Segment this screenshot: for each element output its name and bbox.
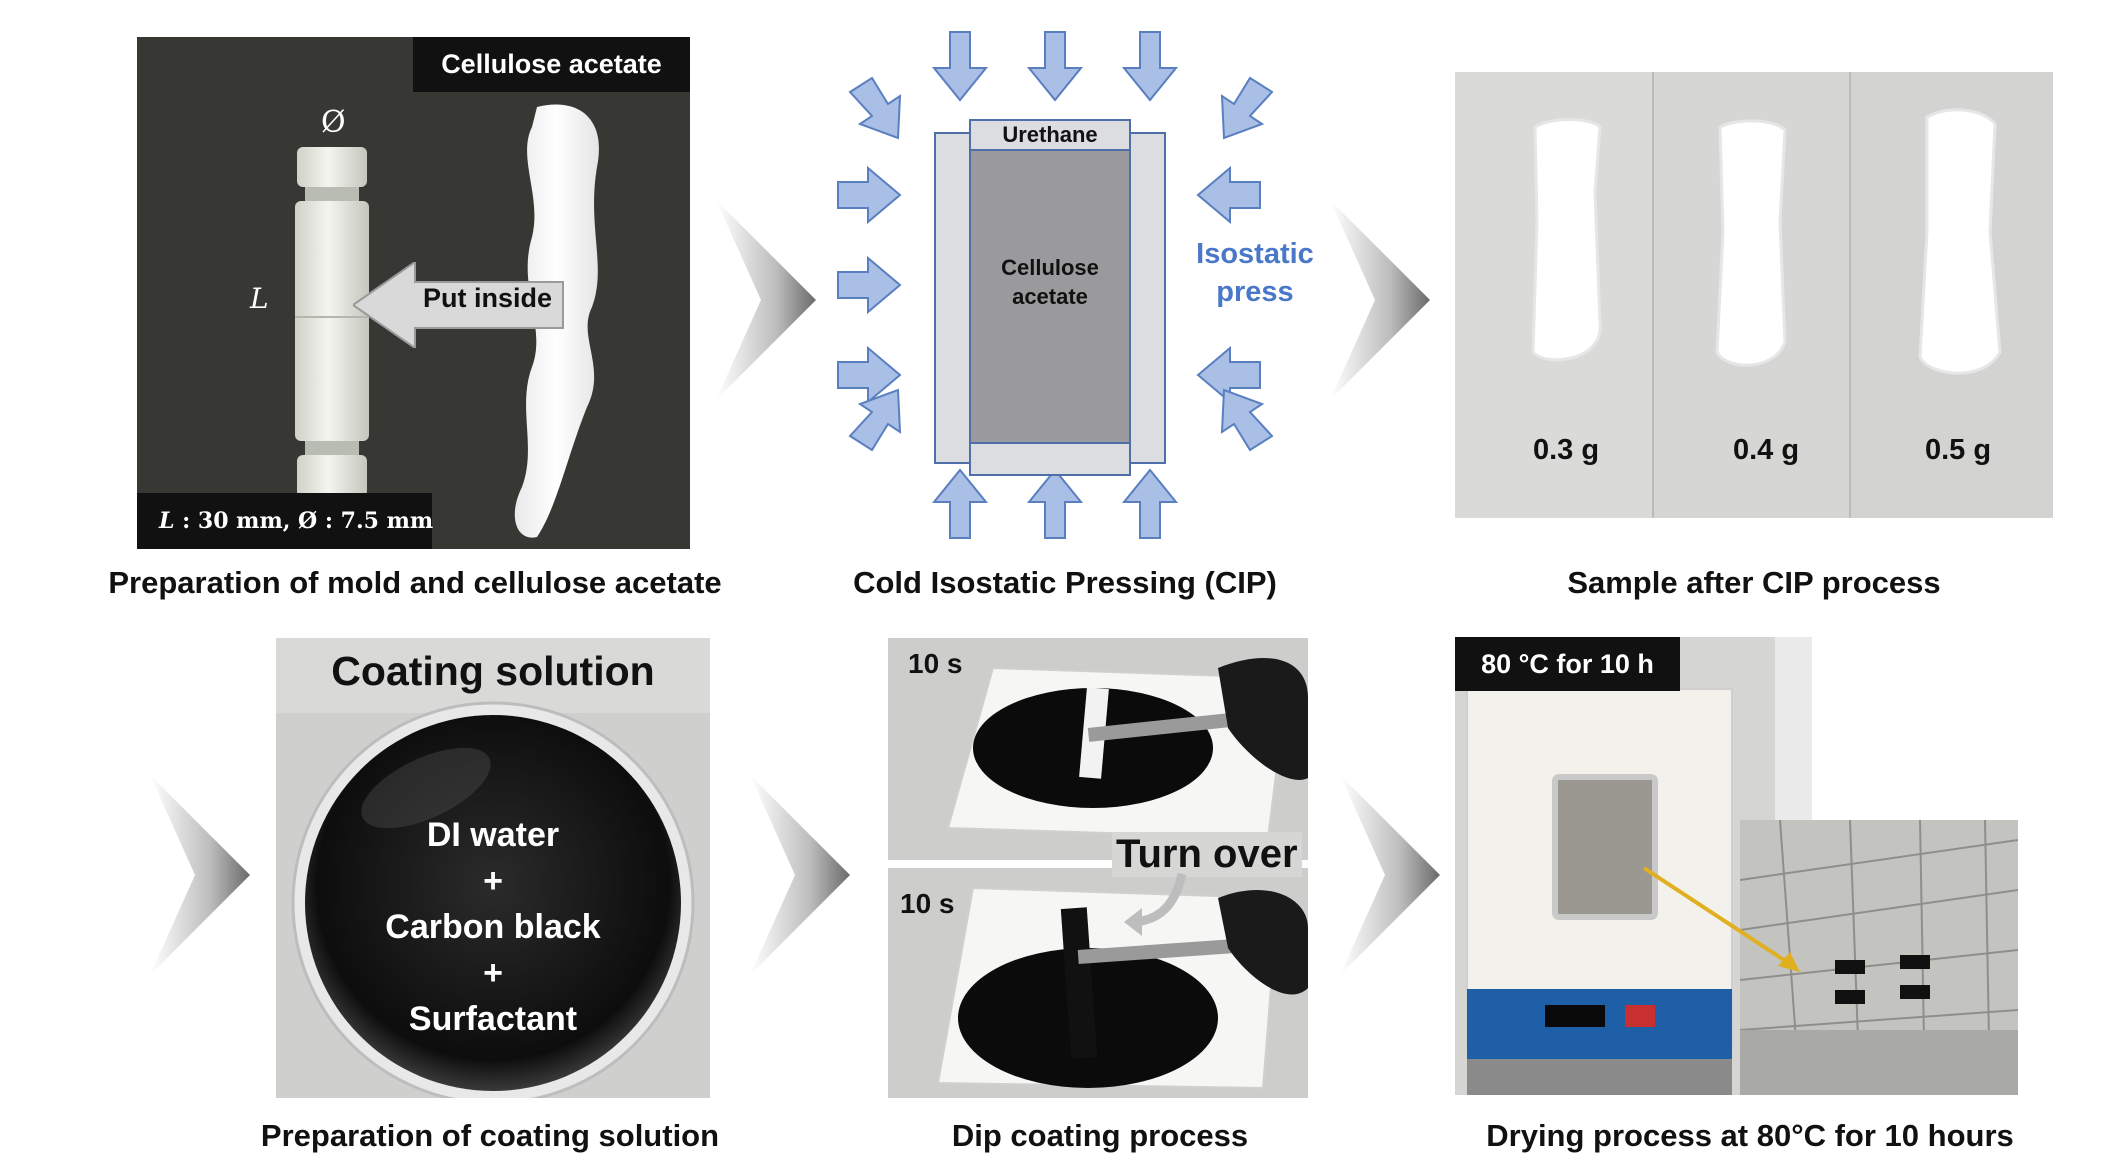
- drying-condition-badge: 80 °C for 10 h: [1455, 637, 1680, 691]
- flow-arrow-5: [1340, 775, 1440, 975]
- dip-time-bottom: 10 s: [900, 888, 955, 919]
- mold-photo-panel: Cellulose acetate Ø L Put inside L : 30 …: [137, 37, 690, 549]
- dip-bottom-illustration: [888, 868, 1308, 1098]
- oven-illustration: [1455, 637, 1812, 1095]
- dip-photo-top: 10 s: [888, 638, 1308, 860]
- dip-caption: Dip coating process: [951, 1118, 1249, 1153]
- isostatic-press-label-1: Isostatic: [1196, 238, 1314, 270]
- put-inside-label: Put inside: [423, 283, 553, 313]
- dip-photo-bottom: 10 s: [888, 868, 1308, 1098]
- sample-photo-illustration: [1455, 72, 2053, 518]
- coating-line-5: Surfactant: [408, 1000, 578, 1038]
- flow-arrow-1: [716, 200, 816, 400]
- drying-caption: Drying process at 80°C for 10 hours: [1486, 1118, 2014, 1153]
- coating-line-2: +: [483, 862, 503, 900]
- cip-diagram-svg: [837, 31, 1274, 539]
- mold-dimensions-text: : 30 mm, Ø : 7.5 mm: [174, 508, 434, 534]
- dip-time-top: 10 s: [908, 648, 963, 679]
- turn-over-label: Turn over: [1112, 832, 1302, 877]
- mold-dimensions-label: L : 30 mm, Ø : 7.5 mm: [137, 493, 434, 549]
- oven-inside-photo: [1740, 820, 2018, 1095]
- mold-dimensions-symbol: L: [159, 508, 175, 534]
- sample-weight-3: 0.5 g: [1925, 434, 1992, 466]
- cip-core-label-1: Cellulose: [1001, 255, 1099, 280]
- isostatic-press-label-2: press: [1216, 276, 1294, 308]
- diameter-symbol: Ø: [321, 105, 346, 140]
- coating-dish-illustration: [276, 638, 710, 1098]
- cip-core-label-2: acetate: [1012, 284, 1088, 309]
- cip-caption: Cold Isostatic Pressing (CIP): [853, 565, 1277, 600]
- sample-weight-1: 0.3 g: [1533, 434, 1600, 466]
- put-inside-arrow: [353, 262, 564, 348]
- zoom-arrow: [1642, 866, 1800, 972]
- dip-top-illustration: [888, 638, 1308, 860]
- mold-caption: Preparation of mold and cellulose acetat…: [108, 565, 722, 600]
- oven-inside-illustration: [1740, 820, 2018, 1095]
- cellulose-acetate-badge: Cellulose acetate: [413, 37, 690, 92]
- flow-arrow-3: [150, 775, 250, 975]
- coating-line-4: +: [483, 954, 503, 992]
- urethane-label: Urethane: [1002, 122, 1098, 147]
- coating-caption: Preparation of coating solution: [260, 1118, 720, 1153]
- cip-diagram: Urethane Cellulose acetate Isostatic pre…: [820, 20, 1340, 550]
- coating-photo-panel: Coating solution DI water + Carbon black…: [276, 638, 710, 1098]
- coating-line-1: DI water: [426, 816, 560, 854]
- sample-caption: Sample after CIP process: [1567, 565, 1941, 600]
- coating-line-3: Carbon black: [385, 908, 601, 946]
- flow-arrow-4: [750, 775, 850, 975]
- flow-arrow-2: [1330, 200, 1430, 400]
- coating-solution-title: Coating solution: [331, 648, 655, 694]
- sample-photo-panel: 0.3 g 0.4 g 0.5 g: [1455, 72, 2053, 518]
- length-symbol: L: [250, 282, 269, 315]
- sample-weight-2: 0.4 g: [1733, 434, 1800, 466]
- turn-over-arrow: [1124, 872, 1187, 936]
- pressure-arrows: [837, 31, 1274, 539]
